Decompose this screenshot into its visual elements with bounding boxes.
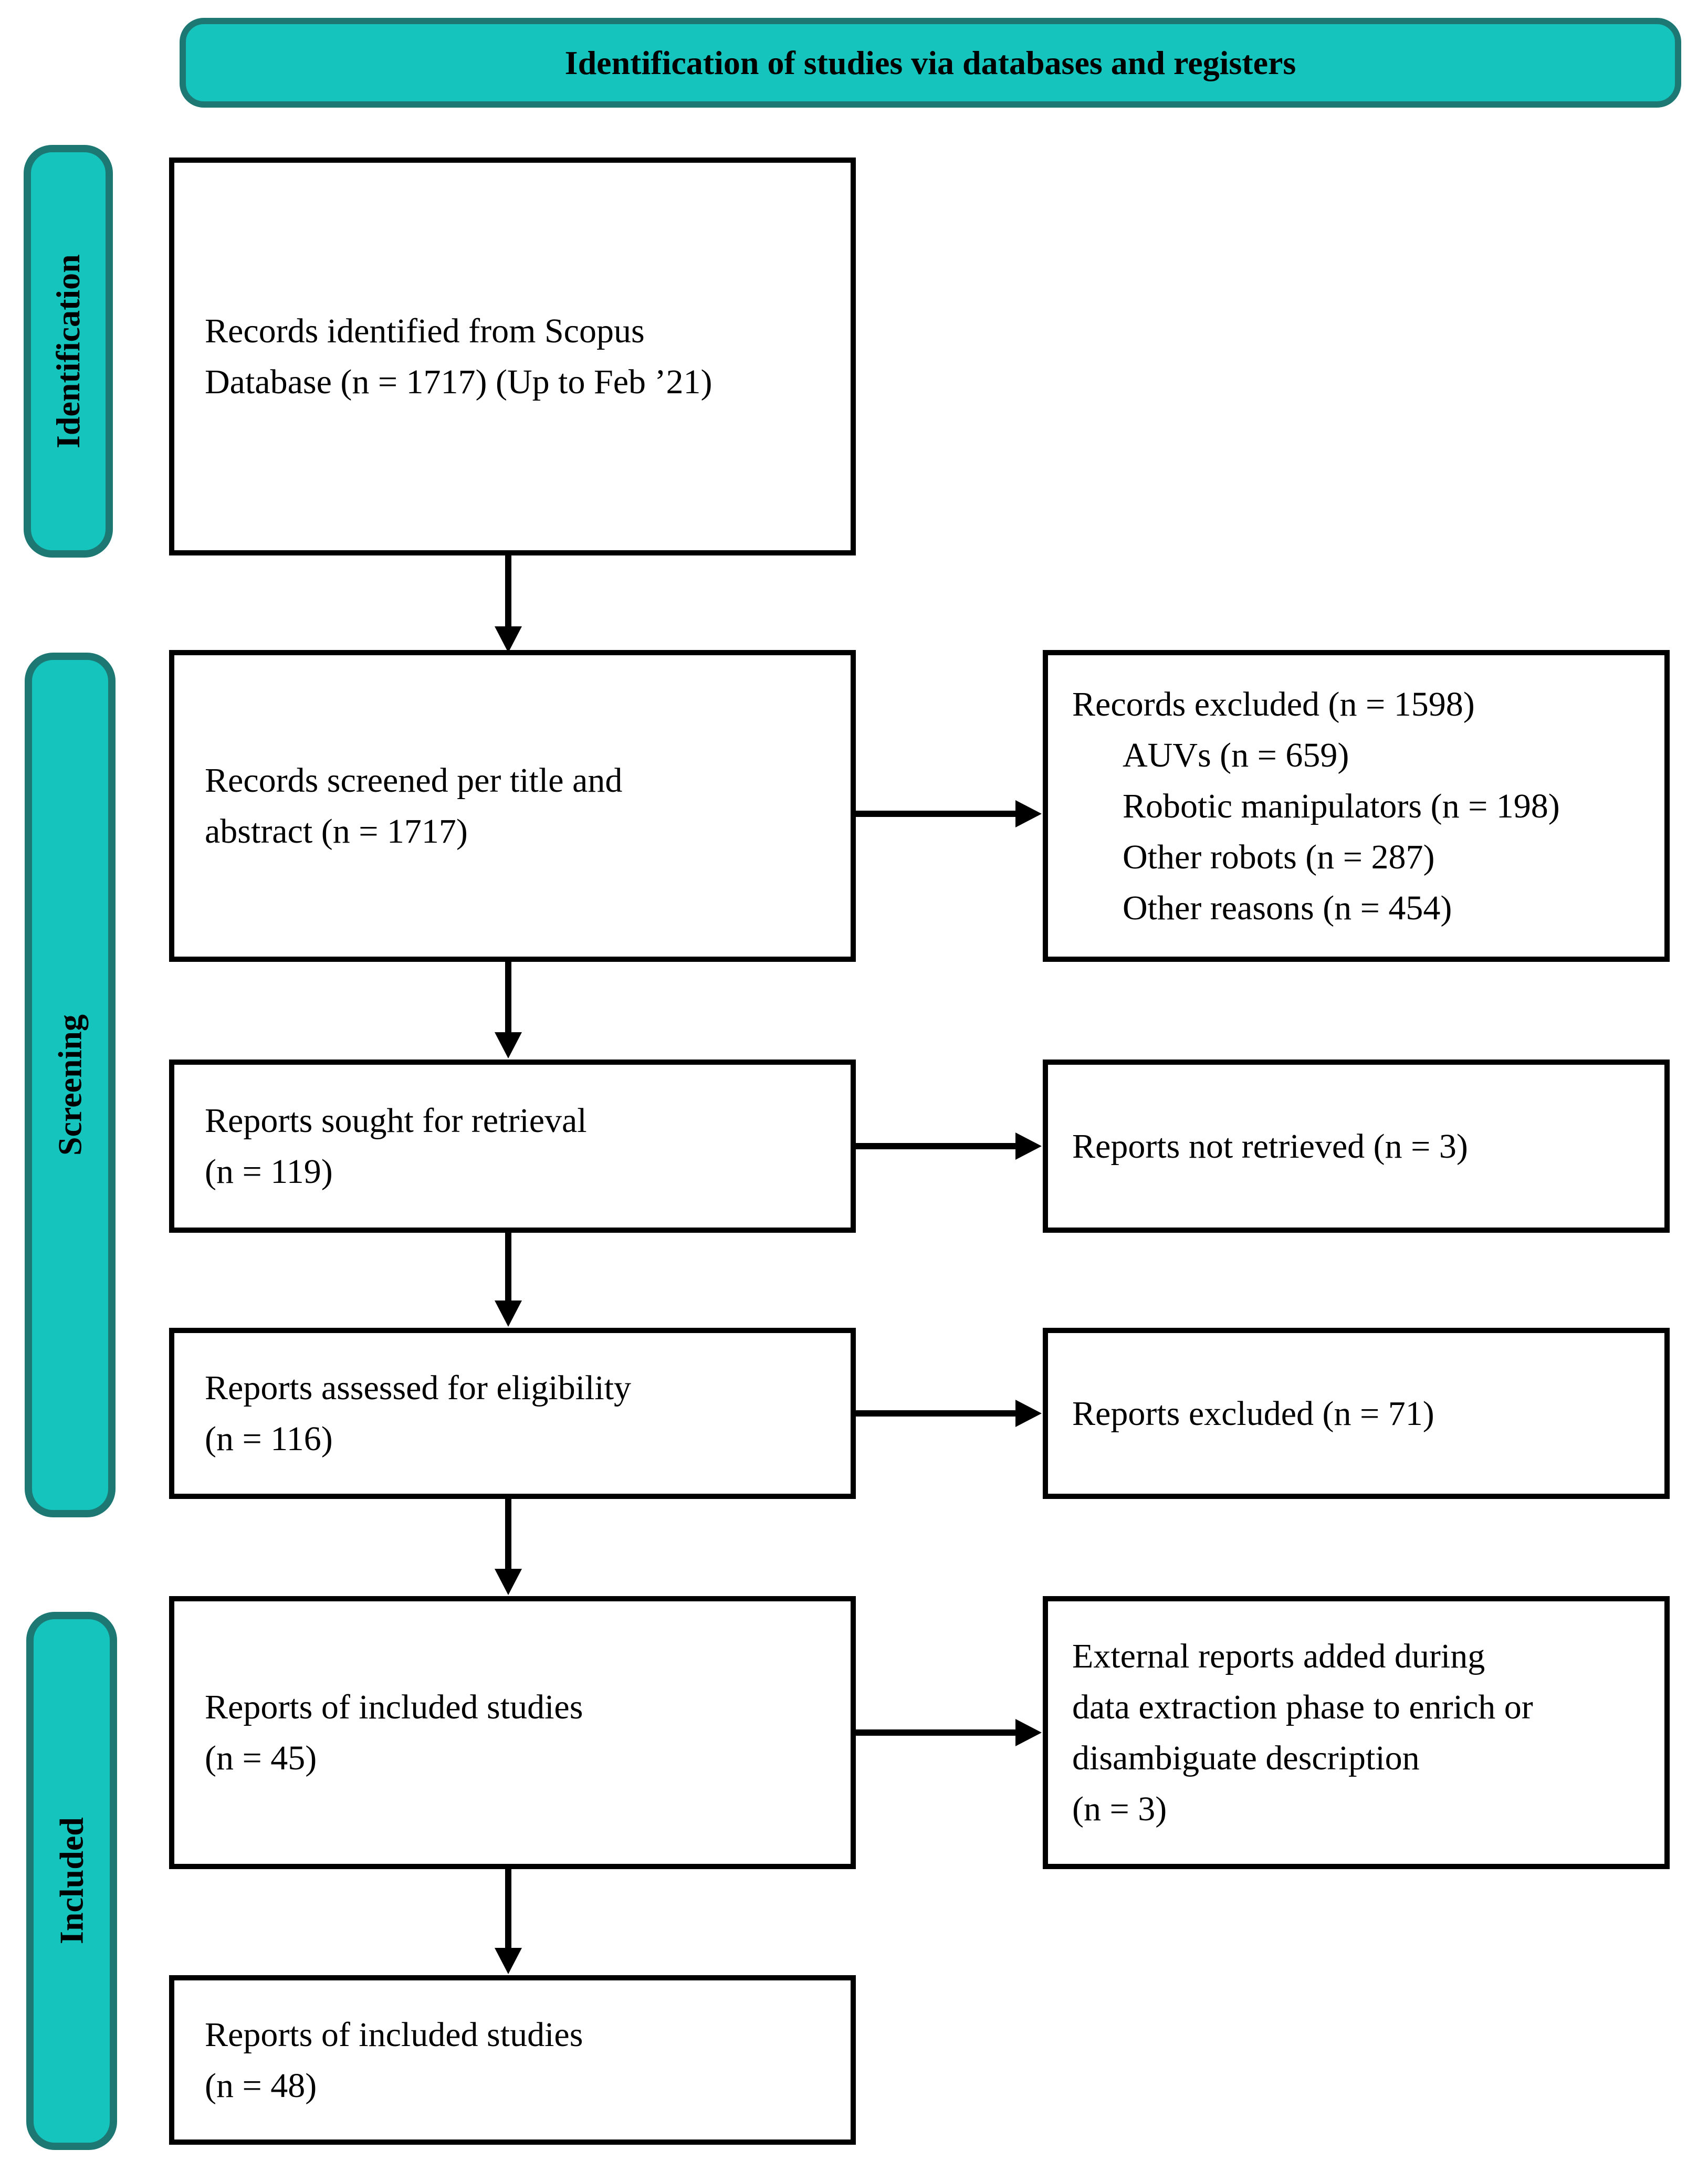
box-reports-sought-text: Reports sought for retrieval (n = 119)	[205, 1102, 587, 1191]
box-reports-sought: Reports sought for retrieval (n = 119)	[169, 1060, 856, 1233]
arrow-right-4-shaft	[856, 1729, 1017, 1736]
box-reports-assessed: Reports assessed for eligibility (n = 11…	[169, 1328, 856, 1499]
records-excluded-item-manipulators: Robotic manipulators (n = 198)	[1123, 786, 1560, 825]
box-reports-not-retrieved-text: Reports not retrieved (n = 3)	[1072, 1127, 1468, 1166]
box-records-identified-text: Records identified from Scopus Database …	[205, 312, 712, 401]
stage-tab-included: Included	[26, 1612, 117, 2150]
arrow-down-1-shaft	[505, 553, 511, 627]
arrow-right-2-shaft	[856, 1143, 1017, 1149]
box-reports-not-retrieved: Reports not retrieved (n = 3)	[1043, 1060, 1670, 1233]
arrow-down-4-head	[495, 1569, 522, 1595]
stage-tab-identification: Identification	[24, 145, 113, 558]
box-external-reports-text: External reports added during data extra…	[1072, 1637, 1533, 1828]
box-external-reports: External reports added during data extra…	[1043, 1596, 1670, 1869]
records-excluded-title: Records excluded (n = 1598)	[1072, 685, 1475, 723]
stage-tab-included-label: Included	[53, 1817, 90, 1945]
stage-tab-screening: Screening	[25, 653, 116, 1517]
arrow-down-3-head	[495, 1300, 522, 1327]
arrow-down-4-shaft	[505, 1496, 511, 1570]
box-records-excluded: Records excluded (n = 1598) AUVs (n = 65…	[1043, 650, 1670, 962]
arrow-right-2-head	[1015, 1132, 1042, 1160]
records-excluded-item-other-reasons: Other reasons (n = 454)	[1123, 888, 1452, 927]
arrow-right-3-shaft	[856, 1410, 1017, 1417]
box-records-identified: Records identified from Scopus Database …	[169, 158, 856, 555]
box-reports-excluded-text: Reports excluded (n = 71)	[1072, 1394, 1434, 1433]
stage-tab-screening-label: Screening	[51, 1014, 89, 1156]
records-excluded-item-other-robots: Other robots (n = 287)	[1123, 837, 1435, 876]
arrow-down-1-head	[495, 626, 522, 653]
arrow-right-3-head	[1015, 1400, 1042, 1427]
records-excluded-item-auvs: AUVs (n = 659)	[1123, 736, 1349, 774]
arrow-down-5-head	[495, 1948, 522, 1974]
box-reports-included-48-text: Reports of included studies (n = 48)	[205, 2015, 583, 2105]
arrow-down-5-shaft	[505, 1866, 511, 1949]
arrow-right-1-shaft	[856, 811, 1017, 817]
arrow-down-2-head	[495, 1032, 522, 1058]
box-reports-included-45: Reports of included studies (n = 45)	[169, 1596, 856, 1869]
arrow-right-4-head	[1015, 1719, 1042, 1746]
box-records-excluded-text: Records excluded (n = 1598) AUVs (n = 65…	[1048, 679, 1573, 934]
box-records-screened-text: Records screened per title and abstract …	[205, 761, 623, 851]
header-banner-title: Identification of studies via databases …	[564, 44, 1296, 81]
box-reports-assessed-text: Reports assessed for eligibility (n = 11…	[205, 1369, 632, 1458]
box-reports-included-45-text: Reports of included studies (n = 45)	[205, 1688, 583, 1777]
box-reports-included-48: Reports of included studies (n = 48)	[169, 1975, 856, 2145]
arrow-down-3-shaft	[505, 1230, 511, 1302]
arrow-right-1-head	[1015, 800, 1042, 827]
arrow-down-2-shaft	[505, 959, 511, 1033]
stage-tab-identification-label: Identification	[49, 254, 87, 448]
box-reports-excluded: Reports excluded (n = 71)	[1043, 1328, 1670, 1499]
box-records-screened: Records screened per title and abstract …	[169, 650, 856, 962]
header-banner: Identification of studies via databases …	[180, 18, 1681, 108]
